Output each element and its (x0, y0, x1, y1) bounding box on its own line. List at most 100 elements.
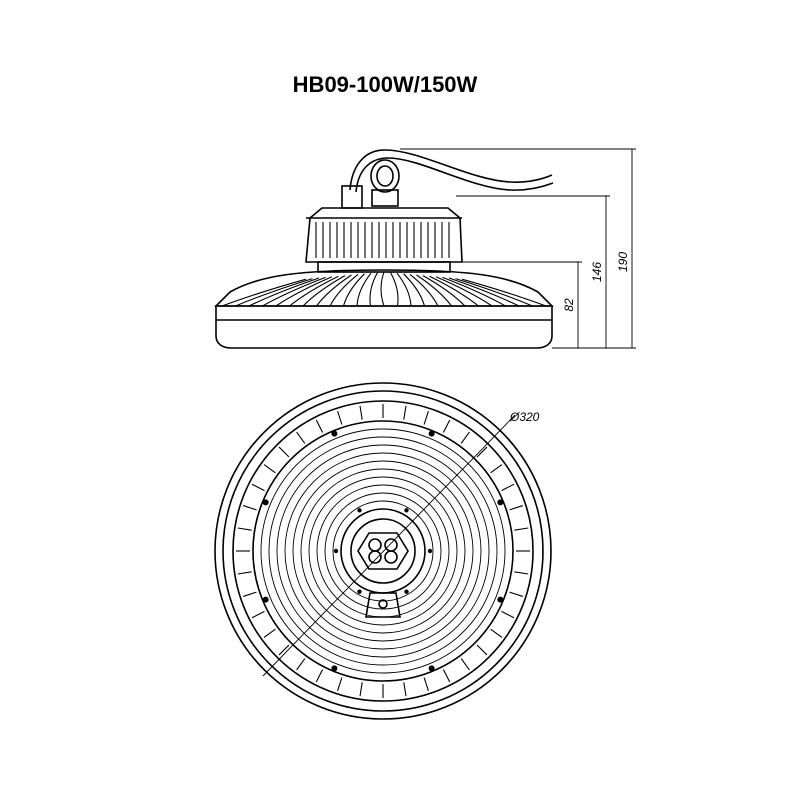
lens-ring (292, 460, 474, 642)
dome-fin (429, 275, 479, 307)
dome-fin (380, 271, 385, 307)
rim-slot (278, 644, 290, 656)
hub-screw-dot (333, 548, 339, 554)
screw-dot (262, 596, 269, 603)
dome-fin (422, 275, 466, 307)
dome-fin (461, 278, 547, 307)
lens-ring (276, 444, 490, 658)
cable-gland (341, 185, 363, 209)
hub-screw-dot (357, 508, 362, 513)
rim-slot (460, 431, 470, 444)
rim-slot (243, 591, 257, 597)
dome-fin (396, 272, 412, 307)
screw-dot (331, 430, 338, 437)
dome-fin (248, 277, 320, 307)
dome-fin (403, 273, 426, 307)
rim-slot (490, 628, 503, 638)
hanging-ring (370, 159, 400, 193)
dome-fin (221, 278, 307, 307)
rim-slot (460, 658, 470, 671)
base-rim (215, 305, 553, 349)
center-emblem (357, 532, 409, 570)
connector-tab (365, 592, 401, 618)
rim-slot (501, 610, 515, 619)
rim-slot (403, 405, 407, 420)
dome-fin (302, 275, 346, 307)
diameter-leader (262, 414, 516, 677)
hub-screw-dot (404, 508, 409, 513)
rim-slot (237, 527, 252, 531)
rim-slot (514, 527, 529, 531)
bottom-view: Ø320 (214, 382, 552, 720)
driver-housing (305, 207, 463, 263)
screw-dot (331, 665, 338, 672)
dome-fin (275, 276, 333, 307)
dome-fin (409, 273, 439, 307)
hub-screw-dot (404, 589, 409, 594)
rim-slot (251, 610, 265, 619)
hub-screw-dot (427, 548, 433, 554)
rim-slot (337, 411, 343, 425)
rim-slot (509, 505, 523, 511)
dome-fin (356, 272, 372, 307)
rim-slot (403, 682, 407, 697)
dome-fin (435, 276, 493, 307)
screw-dot (262, 499, 269, 506)
dim-label-82: 82 (562, 298, 576, 312)
rim-slot (509, 591, 523, 597)
dome-fin (342, 273, 365, 307)
rim-slot (359, 405, 363, 420)
rim-slot (423, 677, 429, 691)
dim-label-146: 146 (590, 262, 604, 282)
lens-ring (308, 476, 458, 626)
dome-fin (455, 278, 533, 307)
screw-dot (428, 665, 435, 672)
rim-slot (315, 419, 324, 433)
screw-dot (497, 596, 504, 603)
dome-fin (390, 272, 399, 307)
hub-screw-dot (357, 589, 362, 594)
dome-fin (442, 276, 506, 307)
rim-slot (442, 419, 451, 433)
rim-slot (263, 628, 276, 638)
screw-dot (497, 499, 504, 506)
dome-fin (416, 274, 452, 307)
rim-slot (476, 446, 488, 458)
lens-ring (324, 492, 442, 610)
dome-fin (369, 272, 378, 307)
rim-slot (296, 431, 306, 444)
rim-slot (296, 658, 306, 671)
dome-fin (316, 274, 352, 307)
rim-slot (476, 644, 488, 656)
dome-fin (262, 276, 326, 307)
rim-slot (423, 411, 429, 425)
outer-rim (214, 382, 552, 720)
rim-slot (278, 446, 290, 458)
side-view: 190 146 82 (214, 148, 636, 349)
rim-slot (514, 571, 529, 575)
lens-ring (300, 468, 466, 634)
rim-slot (442, 669, 451, 683)
dim-label-diameter: Ø320 (509, 410, 540, 424)
lens-ring (332, 500, 434, 602)
rim-slot (501, 483, 515, 492)
dim-label-190: 190 (616, 252, 630, 272)
heatsink-dome (214, 269, 554, 307)
power-cable (349, 149, 553, 191)
lens-ring (268, 436, 498, 666)
dome-fin (235, 278, 313, 307)
dome-fin (448, 277, 520, 307)
lens-ring (284, 452, 482, 650)
rim-slot (243, 505, 257, 511)
rim-slot (490, 464, 503, 474)
rim-slot (251, 483, 265, 492)
rim-slot (263, 464, 276, 474)
dome-fin (289, 275, 339, 307)
rim-slot (337, 677, 343, 691)
lens-ring (260, 428, 506, 674)
rim-slot (315, 669, 324, 683)
rim-slot (359, 682, 363, 697)
screw-dot (428, 430, 435, 437)
drawing-title: HB09-100W/150W (293, 72, 478, 97)
